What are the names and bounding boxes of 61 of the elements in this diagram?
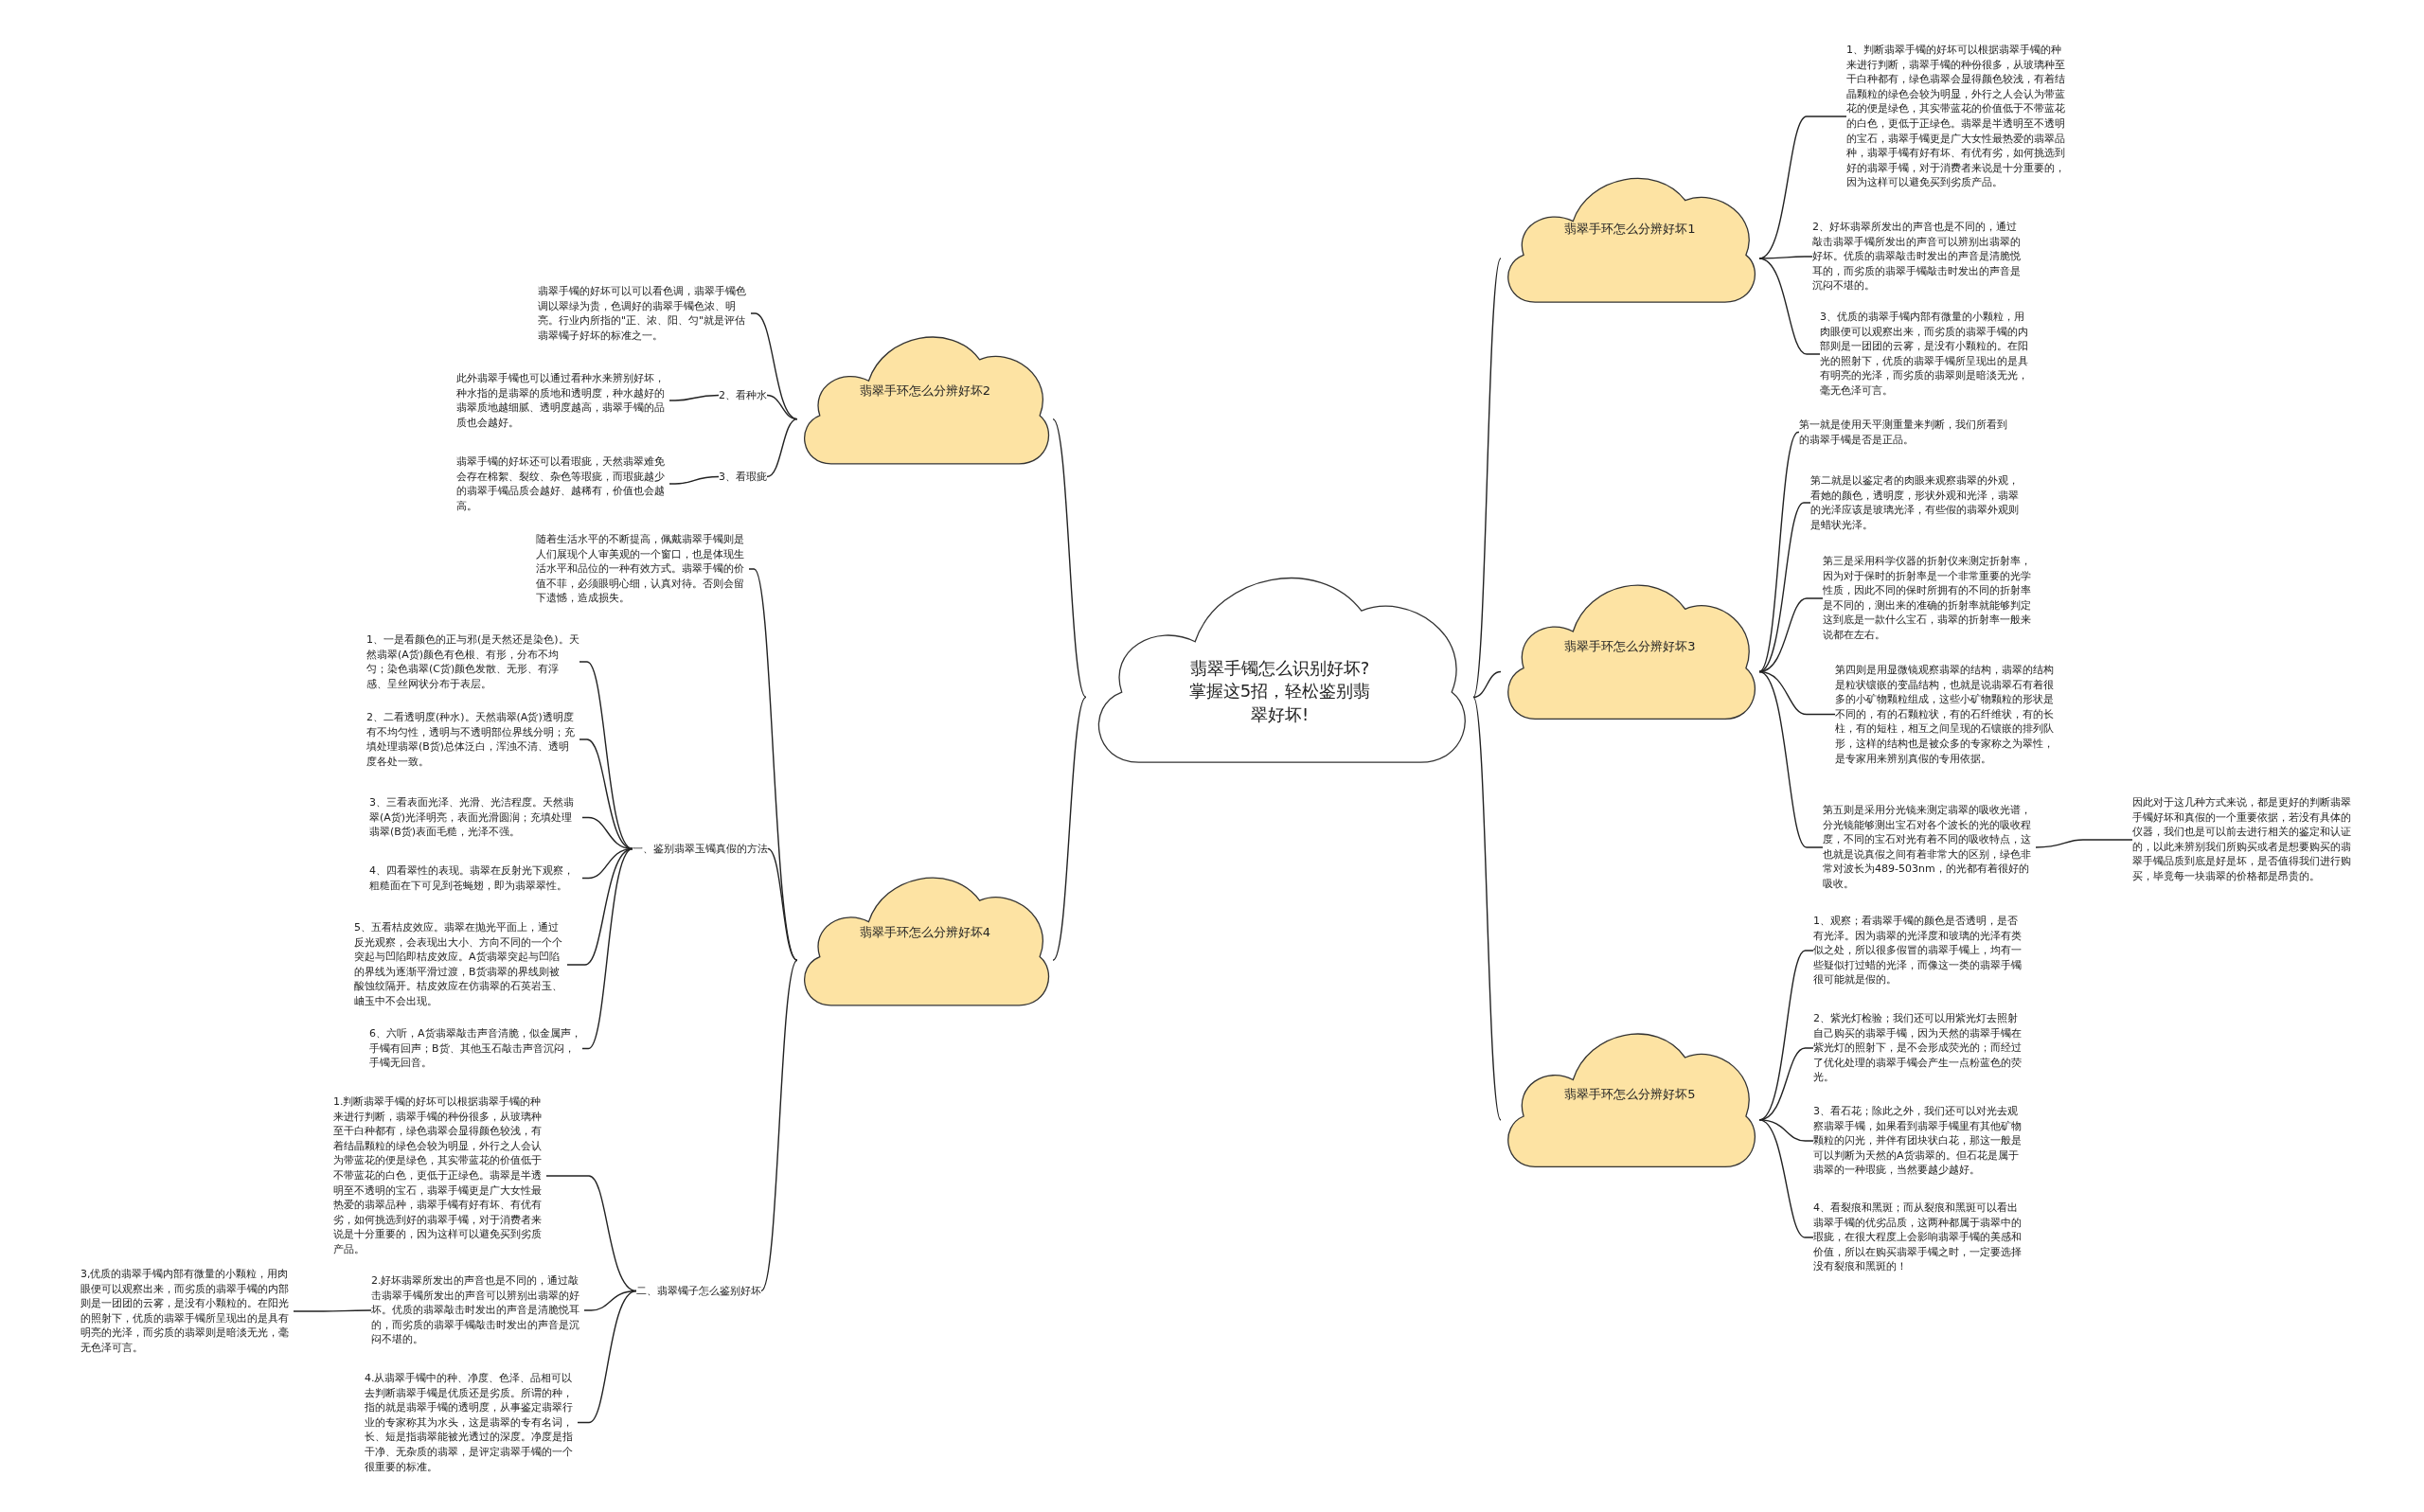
- note-text: 随着生活水平的不断提高，佩戴翡翠手镯则是人们展现个人审美观的一个窗口，也是体现生活水平和品位的一种有效方式。翡翠手镯的价值不菲，必须眼明心细，认真对待。否则会留下遗憾，造成损失。: [536, 532, 745, 607]
- note-text: 3,优质的翡翠手镯内部有微量的小颗粒，用肉眼便可以观察出来，而劣质的翡翠手镯的内部则是一团团的云雾，是没有小颗粒的。在阳光的照射下，优质的翡翠手镯所呈现出的是具有明亮的光泽，而劣质的翡翠则是暗淡无光，毫无色泽可言。: [80, 1267, 290, 1356]
- connector-line: [1758, 670, 1824, 848]
- note-text: 第五则是采用分光镜来测定翡翠的吸收光谱，分光镜能够测出宝石对各个波长的光的吸收程度，不同的宝石对光有着不同的吸收特点，这也就是说真假之间有着非常大的区别，绿色非常对波长为489-503nm，的光都有着很好的吸收。: [1823, 803, 2032, 892]
- connector-line: [668, 394, 720, 401]
- note-text: 2、二看透明度(种水)。天然翡翠(A货)透明度有不均匀性，透明与不透明部位界线分明；充填处理翡翠(B货)总体泛白，浑浊不清、透明度各处一致。: [366, 710, 576, 770]
- branch-label: 二、翡翠镯子怎么鉴别好坏: [636, 1284, 761, 1299]
- connector-line: [1758, 597, 1824, 673]
- connector-line: [750, 312, 798, 420]
- node-title: 翡翠手环怎么分辨好坏1: [1563, 220, 1697, 238]
- connector-line: [579, 738, 633, 850]
- connector-line: [668, 475, 720, 485]
- connector-line: [1472, 696, 1502, 1121]
- node-title: 翡翠手环怎么分辨好坏5: [1563, 1085, 1697, 1103]
- connector-line: [1758, 431, 1800, 673]
- connector-line: [581, 847, 633, 1050]
- connector-line: [1758, 1119, 1814, 1238]
- note-text: 3、优质的翡翠手镯内部有微量的小颗粒，用肉眼便可以观察出来，而劣质的翡翠手镯的内部则是一团团的云雾，是没有小颗粒的。在阳光的照射下，优质的翡翠手镯所呈现出的是具有明亮的光泽，而劣质的翡翠则是暗淡无光，毫无色泽可言。: [1820, 310, 2029, 399]
- connector-line: [1052, 696, 1087, 961]
- note-text: 4.从翡翠手镯中的种、净度、色泽、品相可以去判断翡翠手镯是优质还是劣质。所谓的种，指的就是翡翠手镯的透明度，从事鉴定翡翠行业的专家称其为水头，这是翡翠的专有名词，长、短是指翡翠能被光透过的深度。净度是指干净、无杂质的翡翠，是评定翡翠手镯的一个很重要的标准。: [365, 1371, 574, 1475]
- note-text: 6、六听，A货翡翠敲击声音清脆，似金属声，手镯有回声；B货、其他玉石敲击声音沉闷，手镯无回音。: [369, 1026, 582, 1071]
- note-text: 1、判断翡翠手镯的好坏可以根据翡翠手镯的种来进行判断，翡翠手镯的种份很多，从玻璃种至干白种都有，绿色翡翠会显得颜色较浅，有着结晶颗粒的绿色会较为明显，外行之人会认为带蓝花的便是绿色，其实带蓝花的价值低于不带蓝花的白色，更低于正绿色。翡翠是半透明至不透明的宝石，翡翠手镯更是广大女性最热爱的翡翠品种，翡翠手镯有好有坏、有优有劣，如何挑选到好的翡翠手镯，对于消费者来说是十分重要的，因为这样可以避免买到劣质产品。: [1846, 43, 2066, 191]
- note-text: 因此对于这几种方式来说，都是更好的判断翡翠手镯好坏和真假的一个重要依据，若没有具体的仪器，我们也是可以前去进行相关的鉴定和认证的，以此来辨别我们所购买或者是想要购买的翡翠手镯品质到底是好是坏，是否值得我们进行购买，毕竟每一块翡翠的价格都是昂贵的。: [2132, 795, 2352, 884]
- note-text: 1、一是看颜色的正与邪(是天然还是染色)。天然翡翠(A货)颜色有色根、有形，分布不均匀；染色翡翠(C货)颜色发散、无形、有浮感、呈丝网状分布于表层。: [366, 632, 579, 692]
- note-text: 翡翠手镯的好坏可以可以看色调，翡翠手镯色调以翠绿为贵，色调好的翡翠手镯色浓、明亮。行业内所指的"正、浓、阳、匀"就是评估翡翠镯子好坏的标准之一。: [538, 284, 747, 344]
- note-text: 2.好坏翡翠所发出的声音也是不同的，通过敲击翡翠手镯所发出的声音可以辨别出翡翠的好坏。优质的翡翠敲击时发出的声音是清脆悦耳的，而劣质的翡翠手镯敲击时发出的声音是沉闷不堪的。: [371, 1273, 580, 1348]
- note-text: 2、好坏翡翠所发出的声音也是不同的，通过敲击翡翠手镯所发出的声音可以辨别出翡翠的好坏。优质的翡翠敲击时发出的声音是清脆悦耳的，而劣质的翡翠手镯敲击时发出的声音是沉闷不堪的。: [1812, 220, 2022, 294]
- connector-line: [760, 959, 798, 1292]
- connector-line: [1472, 670, 1502, 699]
- connector-line: [766, 418, 798, 478]
- branch-label: 2、看种水: [719, 388, 767, 403]
- node-title: 翡翠手环怎么分辨好坏2: [858, 382, 992, 400]
- note-text: 1、观察；看翡翠手镯的颜色是否透明，是否有光泽。因为翡翠的光泽度和玻璃的光泽有类似之处，所以很多假冒的翡翠手镯上，均有一些疑似打过蜡的光泽，而像这一类的翡翠手镯很可能就是假的。: [1813, 914, 2023, 988]
- connector-line: [579, 661, 633, 850]
- note-text: 第三是采用科学仪器的折射仪来测定折射率，因为对于保时的折射率是一个非常重要的光学性质，因此不同的保时所拥有的不同的折射率是不同的，测出来的准确的折射率就能够判定这到底是一款什么宝石，翡翠的折射率一般来说都在左右。: [1823, 554, 2032, 643]
- connector-line: [1472, 258, 1502, 699]
- connector-line: [293, 1309, 372, 1312]
- node-title: 翡翠手镯怎么识别好坏?掌握这5招，轻松鉴别翡翠好坏!: [1187, 657, 1372, 726]
- note-text: 4、看裂痕和黑斑；而从裂痕和黑斑可以看出翡翠手镯的优劣品质，这两种都属于翡翠中的瑕疵，在很大程度上会影响翡翠手镯的美感和价值，所以在购买翡翠手镯之时，一定要选择没有裂痕和黑斑的！: [1813, 1201, 2023, 1275]
- connector-line: [545, 1175, 637, 1292]
- connector-line: [577, 1290, 637, 1424]
- node-title: 翡翠手环怎么分辨好坏4: [858, 924, 992, 942]
- connector-line: [1758, 502, 1811, 673]
- note-text: 1.判断翡翠手镯的好坏可以根据翡翠手镯的种来进行判断，翡翠手镯的种份很多，从玻璃种至干白种都有，绿色翡翠会显得颜色较浅，有着结晶颗粒的绿色会较为明显，外行之人会认为带蓝花的便是绿色，其实带蓝花的价值低于不带蓝花的白色，更低于正绿色。翡翠是半透明至不透明的宝石，翡翠手镯更是广大女性最热爱的翡翠品种，翡翠手镯有好有坏、有优有劣，如何挑选到好的翡翠手镯，对于消费者来说是十分重要的，因为这样可以避免买到劣质产品。: [333, 1094, 543, 1257]
- note-text: 3、看石花；除此之外，我们还可以对光去观察翡翠手镯，如果看到翡翠手镯里有其他矿物颗粒的闪光，并伴有团块状白花，那这一般是可以判断为天然的A货翡翠的。但石花是属于翡翠的一种瑕疵，当然要越少越好。: [1813, 1104, 2023, 1179]
- node-title: 翡翠手环怎么分辨好坏3: [1563, 637, 1697, 655]
- connector-line: [767, 847, 798, 961]
- connector-line: [1052, 418, 1087, 699]
- note-text: 翡翠手镯的好坏还可以看瑕疵，天然翡翠难免会存在棉絮、裂纹、杂色等瑕疵，而瑕疵越少的翡翠手镯品质会越好、越稀有，价值也会越高。: [456, 454, 666, 514]
- note-text: 此外翡翠手镯也可以通过看种水来辨别好坏，种水指的是翡翠的质地和透明度，种水越好的翡翠质地越细腻、透明度越高，翡翠手镯的品质也会越好。: [456, 371, 666, 431]
- note-text: 第一就是使用天平测重量来判断，我们所看到的翡翠手镯是否是正品。: [1799, 418, 2008, 448]
- connector-line: [2035, 839, 2133, 848]
- note-text: 第四则是用显微镜观察翡翠的结构，翡翠的结构是粒状镶嵌的变晶结构，也就是说翡翠石有着很多的小矿物颗粒组成，这些小矿物颗粒的形状是不同的，有的石颗粒状，有的石纤维状，有的长柱，有的短柱，相互之间呈现的石镶嵌的排列队形，这样的结构也是被众多的专家称之为翠性，是专家用来辨别真假的专用依据。: [1835, 663, 2055, 767]
- note-text: 5、五看桔皮效应。翡翠在抛光平面上，通过反光观察，会表现出大小、方向不同的一个个突起与凹陷即桔皮效应。A货翡翠突起与凹陷的界线为逐渐平滑过渡，B货翡翠的界线则被酸蚀纹隔开。桔皮效应在仿翡翠的石英岩玉、岫玉中不会出现。: [354, 920, 563, 1009]
- note-text: 3、三看表面光泽、光滑、光洁程度。天然翡翠(A货)光泽明亮，表面光滑圆润；充填处理翡翠(B货)表面毛糙，光泽不强。: [369, 795, 575, 840]
- note-text: 2、紫光灯检验；我们还可以用紫光灯去照射自己购买的翡翠手镯，因为天然的翡翠手镯在紫光灯的照射下，是不会形成荧光的；而经过了优化处理的翡翠手镯会产生一点粉蓝色的荧光。: [1813, 1011, 2023, 1086]
- branch-label: 3、看瑕疵: [719, 470, 767, 485]
- branch-label: 一、鉴别翡翠玉镯真假的方法: [633, 842, 768, 857]
- connector-line: [1758, 258, 1821, 355]
- note-text: 4、四看翠性的表现。翡翠在反射光下观察，粗糙面在下可见到苍蝇翅，即为翡翠翠性。: [369, 863, 575, 894]
- note-text: 第二就是以鉴定者的肉眼来观察翡翠的外观，看她的颜色，透明度，形状外观和光泽，翡翠的光泽应该是玻璃光泽，有些假的翡翠外观则是蜡状光泽。: [1810, 473, 2020, 533]
